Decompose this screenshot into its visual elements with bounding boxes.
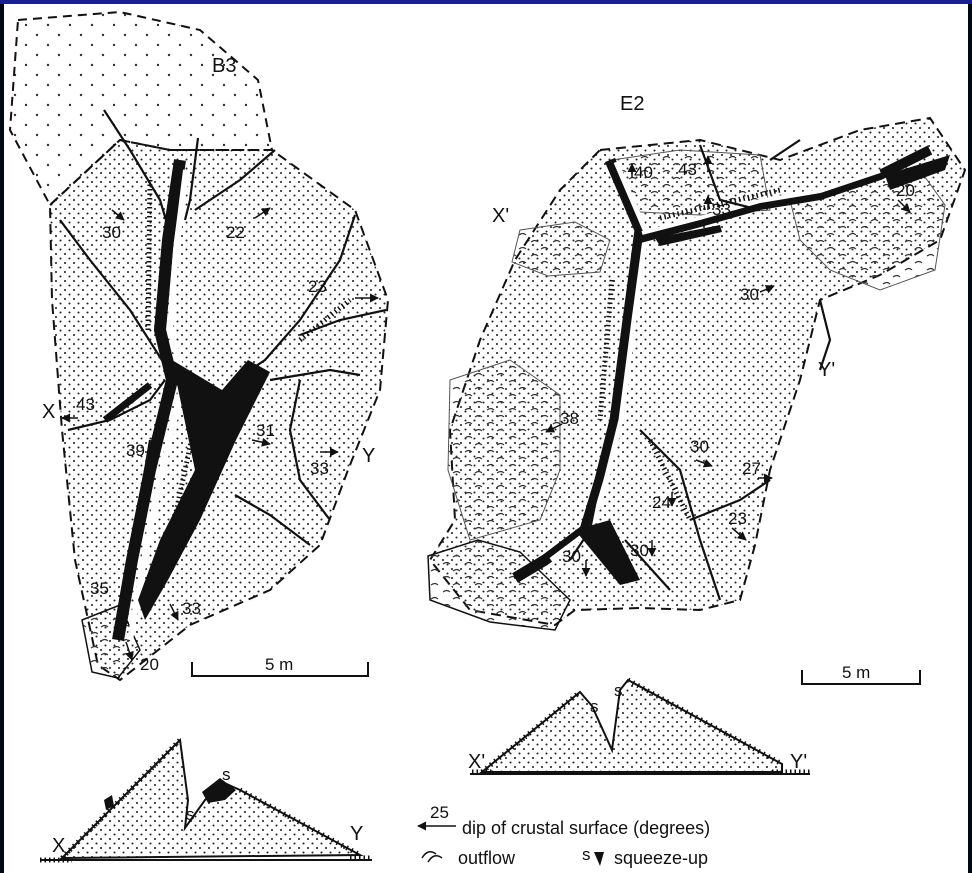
- section-e2-squeeze-mark: s: [590, 697, 599, 716]
- e2-scale-bar: 5 m: [802, 663, 920, 684]
- section-b3-end-y: Y: [350, 823, 363, 845]
- map-e2: E2 40 43 33 20 30 38 30 27 24 23 30 30 X…: [428, 93, 965, 684]
- section-b3: X Y s s: [40, 740, 372, 860]
- legend-squeeze-symbol: s: [582, 845, 591, 864]
- map-b3: B3 30 22 23 43 39 31 33 35 33 20 X Y 5 m: [10, 12, 388, 680]
- section-b3-squeeze-mark: s: [186, 805, 195, 824]
- b3-dip-label: 22: [226, 223, 245, 242]
- e2-dip-label: 38: [560, 409, 579, 428]
- e2-dip-label: 27: [742, 459, 761, 478]
- e2-dip-label: 24: [652, 493, 671, 512]
- e2-dip-label: 20: [896, 181, 915, 200]
- section-b3-end-x: X: [52, 835, 65, 857]
- e2-scale-label: 5 m: [842, 663, 870, 682]
- legend: 25 dip of crustal surface (degrees) outf…: [418, 803, 710, 868]
- b3-map-label: B3: [212, 55, 236, 77]
- b3-dip-label: 30: [102, 223, 121, 242]
- b3-dip-label: 33: [310, 459, 329, 478]
- e2-section-end-x: X': [492, 205, 509, 227]
- e2-section-end-y: Y': [818, 359, 835, 381]
- b3-dip-label: 35: [90, 579, 109, 598]
- legend-outflow-text: outflow: [458, 848, 516, 868]
- legend-squeeze-text: squeeze-up: [614, 848, 708, 868]
- e2-dip-label: 30: [630, 541, 649, 560]
- e2-dip-label: 33: [712, 200, 731, 219]
- legend-squeeze-icon: [594, 852, 604, 866]
- e2-dip-label: 43: [678, 160, 697, 179]
- legend-outflow-icon: [422, 852, 442, 862]
- e2-dip-label: 23: [728, 509, 747, 528]
- e2-map-label: E2: [620, 93, 644, 115]
- e2-outflow-lobe-west: [448, 360, 560, 540]
- b3-dip-label: 39: [126, 441, 145, 460]
- e2-dip-label: 30: [562, 547, 581, 566]
- e2-dip-label: 40: [634, 163, 653, 182]
- section-e2-squeeze-mark: s: [614, 681, 623, 700]
- b3-scale-label: 5 m: [265, 655, 293, 674]
- b3-section-end-x: X: [42, 401, 55, 423]
- e2-dip-label: 30: [740, 285, 759, 304]
- e2-dip-label: 30: [690, 437, 709, 456]
- b3-dip-label: 33: [182, 599, 201, 618]
- b3-dip-label: 31: [256, 421, 275, 440]
- b3-dip-label: 20: [140, 655, 159, 674]
- legend-dip-text: dip of crustal surface (degrees): [462, 818, 710, 838]
- b3-section-end-y: Y: [362, 445, 375, 467]
- b3-scale-bar: 5 m: [192, 655, 368, 676]
- section-e2-profile: [482, 680, 782, 772]
- b3-dip-label: 43: [76, 395, 95, 414]
- section-e2: X' Y' s s: [468, 680, 810, 774]
- b3-dip-label: 23: [308, 277, 327, 296]
- section-e2-end-x: X': [468, 751, 485, 773]
- legend-dip-value: 25: [430, 803, 449, 822]
- section-b3-squeeze-mark: s: [222, 765, 231, 784]
- section-e2-end-y: Y': [790, 751, 807, 773]
